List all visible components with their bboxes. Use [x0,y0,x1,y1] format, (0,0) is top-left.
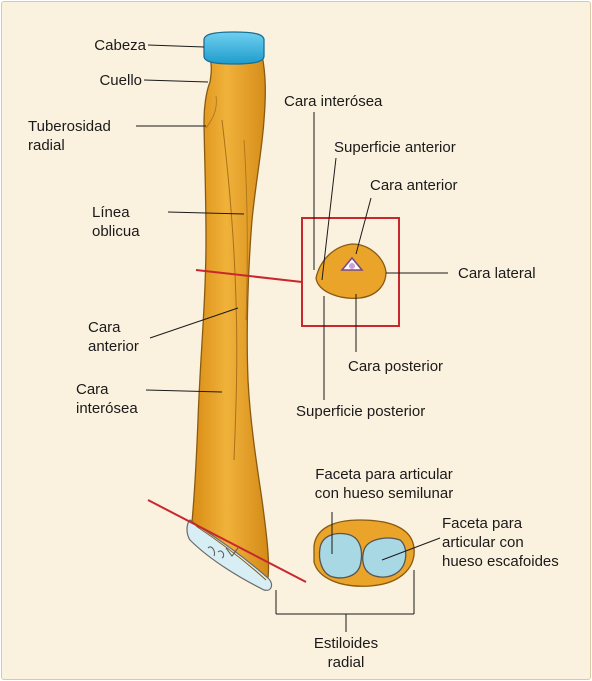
semilunar-facet [319,534,361,578]
label-superficie-posterior: Superficie posterior [296,402,425,421]
scaphoid-facet [363,538,406,577]
label-faceta-escafoides-line2: articular con [442,533,524,552]
label-cara-posterior: Cara posterior [348,357,443,376]
label-faceta-escafoides-line3: hueso escafoides [442,552,559,571]
label-cara-anterior-section: Cara anterior [370,176,458,195]
label-faceta-semilunar-line1: Faceta para articular [286,465,482,484]
label-linea-line1: Línea [92,203,130,222]
radius-head [204,32,264,64]
label-cara-interosea-section: Cara interósea [284,92,382,111]
radius-bone [192,52,269,578]
label-estiloides-line1: Estiloides [296,634,396,653]
label-superficie-anterior: Superficie anterior [334,138,456,157]
label-cara-anterior-line1: Cara [88,318,121,337]
label-cara-lateral: Cara lateral [458,264,536,283]
label-tuberosidad-line2: radial [28,136,65,155]
label-faceta-semilunar-line2: con hueso semilunar [286,484,482,503]
label-tuberosidad-line1: Tuberosidad [28,117,111,136]
label-cara-interosea-line1: Cara [76,380,109,399]
label-estiloides-line2: radial [296,653,396,672]
label-cabeza: Cabeza [56,36,146,55]
label-linea-line2: oblicua [92,222,140,241]
label-faceta-escafoides-line1: Faceta para [442,514,522,533]
shaft-cross-section [316,244,386,298]
label-cuello: Cuello [52,71,142,90]
label-cara-anterior-line2: anterior [88,337,139,356]
label-cara-interosea-line2: interósea [76,399,138,418]
